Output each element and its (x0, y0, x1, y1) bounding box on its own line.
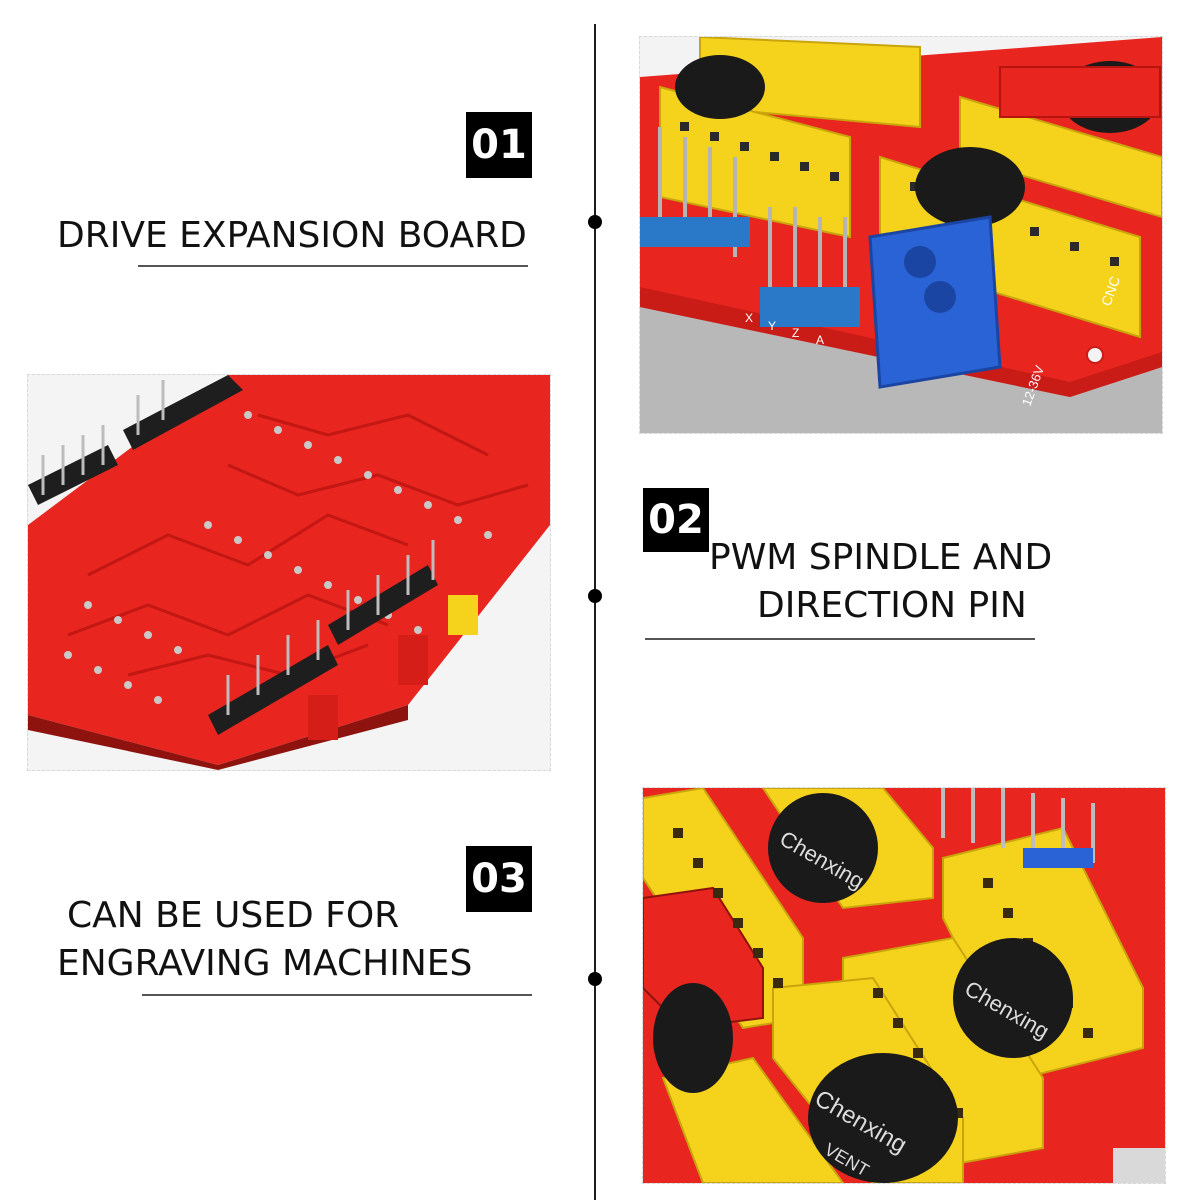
feature-title-2-line-1: PWM SPINDLE AND (709, 537, 1053, 578)
feature-underline-3 (142, 994, 532, 996)
board-photo-2-illustration (28, 375, 550, 770)
board-photo-1: CNC 12-36V X Y Z A (639, 36, 1163, 434)
timeline-dot-3 (588, 972, 602, 986)
timeline-dot-2 (588, 589, 602, 603)
board-photo-3: Chenxing Chenxing Chenxing VENT (642, 787, 1166, 1184)
feature-title-3-line-2: ENGRAVING MACHINES (57, 943, 473, 984)
board-photo-1-illustration: CNC 12-36V X Y Z A (640, 37, 1162, 433)
board-photo-2 (27, 374, 551, 771)
feature-title-1: DRIVE EXPANSION BOARD (57, 215, 527, 256)
feature-title-3-line-1: CAN BE USED FOR (67, 895, 400, 936)
timeline-dot-1 (588, 215, 602, 229)
board-photo-3-illustration: Chenxing Chenxing Chenxing VENT (643, 788, 1165, 1183)
feature-underline-1 (138, 265, 528, 267)
feature-number-badge-1: 01 (466, 112, 532, 178)
timeline-line (594, 24, 596, 1200)
board-label-a: A (816, 333, 824, 347)
board-label-x: X (745, 311, 753, 325)
board-label-z: Z (792, 326, 799, 340)
board-label-y: Y (768, 319, 776, 333)
feature-number-badge-3: 03 (466, 846, 532, 912)
feature-number-badge-2: 02 (643, 488, 709, 552)
feature-underline-2 (645, 638, 1035, 640)
feature-title-2-line-2: DIRECTION PIN (757, 585, 1027, 626)
